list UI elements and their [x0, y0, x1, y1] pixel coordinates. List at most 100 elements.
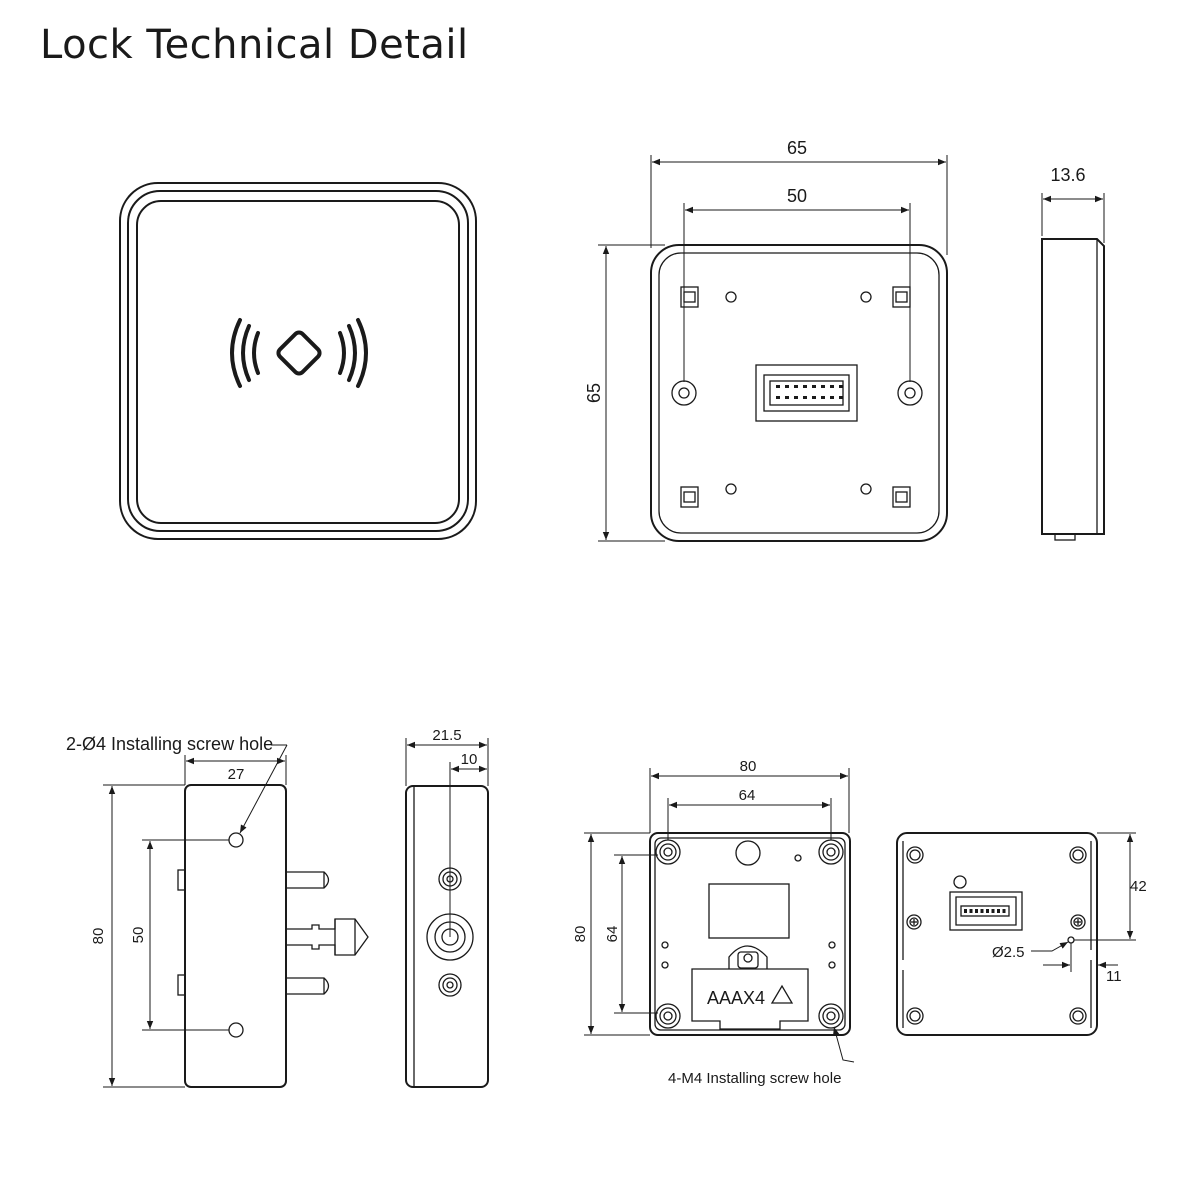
- connector-pin: [821, 385, 825, 388]
- lock-side-tab: [177, 974, 186, 996]
- mounting-clip: [892, 286, 911, 308]
- connector-pin: [964, 909, 967, 913]
- dimension-depth-label: 21.5: [432, 727, 461, 744]
- nfc-icon: [230, 318, 368, 388]
- lock-front-view: 42 11 Ø2.5: [896, 832, 1147, 1036]
- latch-plate-label: AAAX4: [707, 988, 765, 1008]
- dimension-height-label: 65: [584, 383, 604, 403]
- connector-pins: [776, 385, 843, 399]
- screw-hole: [818, 839, 844, 865]
- small-hole: [661, 961, 669, 969]
- screw-hole: [1069, 1007, 1087, 1025]
- dimension-height-label: 80: [572, 926, 589, 943]
- connector-pin: [839, 385, 843, 388]
- phillips-screw-icon: [1070, 914, 1086, 930]
- screw-hole: [655, 1003, 681, 1029]
- small-hole: [725, 483, 737, 495]
- connector-pin: [969, 909, 973, 913]
- screw-hole: [655, 839, 681, 865]
- connector-pin: [821, 396, 825, 399]
- connector-pin: [980, 909, 984, 913]
- connector-port: [949, 891, 1023, 931]
- dimension-width-label: 65: [787, 138, 807, 158]
- screw-hole: [897, 380, 923, 406]
- reader-front-bezel: [127, 190, 469, 532]
- lock-back-view: AAAX4 80 64 80 64 4-M4 Installing screw …: [572, 758, 855, 1087]
- dimension-offset-label: 10: [461, 751, 478, 768]
- small-hole: [860, 291, 872, 303]
- reader-front-view: [119, 182, 477, 540]
- screw-hole-leader: [239, 744, 288, 834]
- reader-back-view: 65 50 65: [584, 138, 948, 542]
- dimension-width-label: 80: [740, 758, 757, 775]
- center-hole: [735, 840, 761, 866]
- connector-pin: [794, 396, 798, 399]
- page-title: Lock Technical Detail: [40, 22, 469, 68]
- dimension-depth-label: 13.6: [1050, 165, 1085, 185]
- screw-hole: [818, 1003, 844, 1029]
- connector-pin: [803, 396, 807, 399]
- dimension-hole-spacing-label: 50: [787, 186, 807, 206]
- label-recess: [708, 883, 790, 939]
- warning-triangle-icon: [770, 984, 794, 1004]
- lock-back-body: [649, 832, 851, 1036]
- reader-side-tab: [1054, 533, 1076, 541]
- reader-front-outer: [119, 182, 477, 540]
- screw-hole-note: 2-Ø4 Installing screw hole: [66, 734, 273, 754]
- small-hole: [953, 875, 967, 889]
- screw-hole-note: 4-M4 Installing screw hole: [668, 1070, 841, 1087]
- screw-hole: [906, 1007, 924, 1025]
- screw-hole: [1069, 846, 1087, 864]
- connector-pin: [785, 385, 789, 388]
- dimension-offset-y-label: 42: [1130, 878, 1147, 895]
- small-hole: [725, 291, 737, 303]
- connector-pin: [991, 909, 995, 913]
- mounting-clip: [680, 486, 699, 508]
- reader-front-face: [136, 200, 460, 524]
- phillips-screw-icon: [906, 914, 922, 930]
- reader-back-inner: [658, 252, 940, 534]
- latch-bolt: [286, 918, 369, 956]
- connector-pin: [803, 385, 807, 388]
- connector-pin: [785, 396, 789, 399]
- lock-pin-bottom: [286, 977, 330, 995]
- hole-diameter-leader: [1031, 941, 1069, 952]
- small-hole: [1067, 936, 1075, 944]
- mounting-clip: [892, 486, 911, 508]
- lock-side-tab: [177, 869, 186, 891]
- dimension-offset-x-label: 11: [1106, 968, 1122, 985]
- connector-pin: [1002, 909, 1006, 913]
- lock-end-view: 21.5 10: [405, 727, 489, 1088]
- connector-pin: [776, 396, 780, 399]
- connector-port: [755, 364, 858, 422]
- screw-hole: [228, 832, 244, 848]
- lock-pin-end: [438, 973, 462, 997]
- screw-hole-leader: [833, 1026, 855, 1063]
- connector-pin: [812, 385, 816, 388]
- screw-hole: [671, 380, 697, 406]
- small-hole: [661, 941, 669, 949]
- connector-pin: [986, 909, 989, 913]
- connector-pins: [964, 909, 1006, 913]
- hole-diameter-label: Ø2.5: [992, 944, 1025, 961]
- connector-pin: [776, 385, 780, 388]
- small-hole: [828, 941, 836, 949]
- reader-side-view: 13.6: [1041, 165, 1105, 541]
- dimension-height-label: 80: [90, 928, 107, 945]
- screw-hole: [228, 1022, 244, 1038]
- latch-mount: [728, 945, 768, 969]
- lock-side-body: [184, 784, 287, 1088]
- screw-hole: [906, 846, 924, 864]
- small-hole: [828, 961, 836, 969]
- dimension-hole-spacing-x-label: 64: [739, 787, 756, 804]
- lock-end-body: [405, 785, 489, 1088]
- lock-front-body: [896, 832, 1098, 1036]
- dimension-hole-spacing-label: 50: [130, 927, 147, 944]
- reader-back-outer: [650, 244, 948, 542]
- connector-pin: [830, 385, 834, 388]
- connector-pin: [830, 396, 834, 399]
- small-hole: [860, 483, 872, 495]
- dimension-width-label: 27: [228, 766, 245, 783]
- connector-pin: [975, 909, 978, 913]
